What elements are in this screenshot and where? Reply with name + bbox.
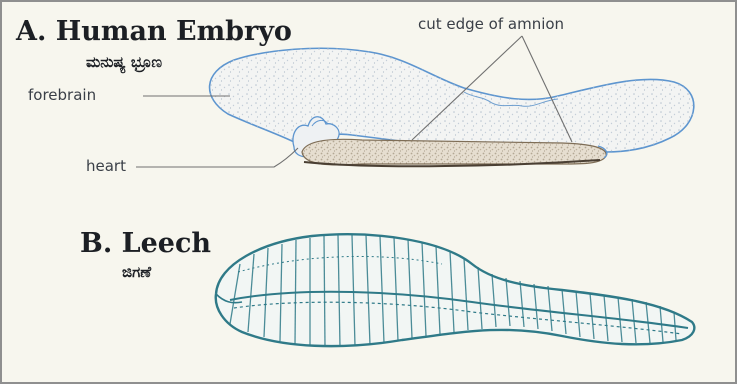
human-embryo-drawing bbox=[210, 48, 694, 166]
heart-leader bbox=[136, 148, 298, 167]
leech-title: B. Leech bbox=[80, 230, 211, 257]
amnion-label: cut edge of amnion bbox=[418, 17, 564, 32]
embryo-title: A. Human Embryo bbox=[16, 18, 292, 45]
leech-title-kannada: ಜಿಗಣೆ bbox=[122, 265, 151, 280]
forebrain-label: forebrain bbox=[28, 88, 96, 103]
heart-label: heart bbox=[86, 159, 126, 174]
embryo-title-kannada: ಮನುಷ್ಯ ಭ್ರೂಣ bbox=[86, 55, 162, 70]
leech-body bbox=[216, 234, 695, 346]
leech-drawing bbox=[216, 234, 695, 347]
